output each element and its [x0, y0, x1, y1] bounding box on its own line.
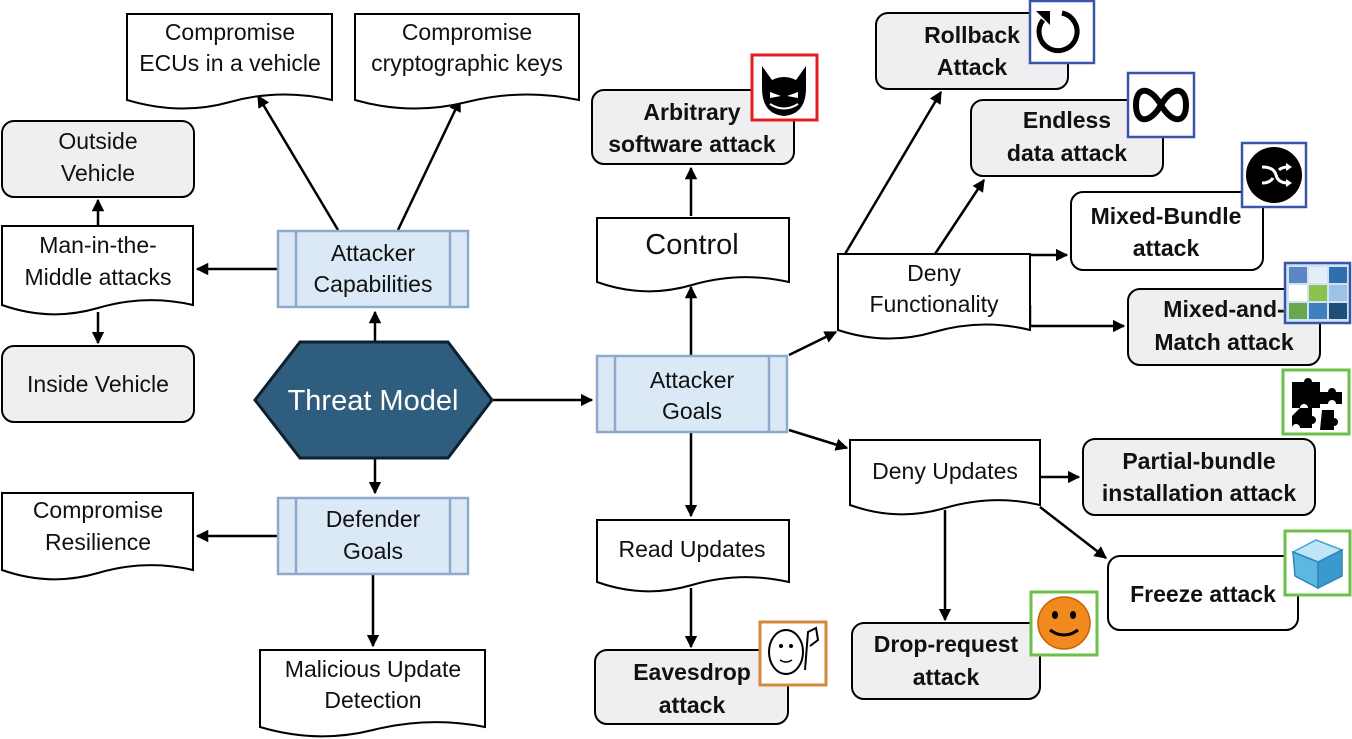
- resilience-label-line1: Compromise: [33, 497, 163, 523]
- endless-data-node: Endless data attack: [970, 99, 1164, 177]
- mix-match-label-line1: Mixed-and-: [1163, 296, 1284, 322]
- mix-match-node: Mixed-and- Match attack: [1127, 288, 1321, 366]
- keys-label-line2: cryptographic keys: [371, 50, 563, 76]
- drop-label-line1: Drop-request: [874, 631, 1019, 657]
- compromise-keys-node: Compromise cryptographic keys: [354, 13, 580, 110]
- mixed-bundle-label-line1: Mixed-Bundle: [1091, 203, 1242, 229]
- rollback-label-line2: Attack: [937, 54, 1008, 80]
- inside-vehicle-node: Inside Vehicle: [1, 345, 195, 423]
- arrow-du-to-freeze: [1039, 506, 1107, 559]
- outside-label-line2: Vehicle: [61, 160, 135, 186]
- resilience-label-line2: Resilience: [45, 529, 151, 555]
- arrow-goals-to-deny-updates: [788, 428, 849, 451]
- deny-functionality-line1: Deny: [907, 260, 961, 286]
- rollback-node: Rollback Attack: [875, 12, 1069, 90]
- compromise-resilience-node: Compromise Resilience: [1, 492, 194, 581]
- drop-request-node: Drop-request attack: [851, 622, 1041, 700]
- infinity-icon: [1126, 71, 1196, 139]
- shuffle-icon: [1240, 141, 1308, 209]
- threat-model-node: Threat Model: [253, 340, 494, 460]
- puzzle-mosaic-icon: [1283, 261, 1352, 325]
- endless-label-line2: data attack: [1007, 140, 1127, 166]
- mitm-node: Man-in-the- Middle attacks: [1, 225, 194, 316]
- arrow-df-to-rollback: [843, 90, 943, 255]
- mitm-label-line2: Middle attacks: [24, 264, 171, 290]
- goals-label-line2: Goals: [662, 398, 722, 424]
- compromise-ecus-node: Compromise ECUs in a vehicle: [126, 13, 333, 110]
- connectors: [91, 90, 1126, 649]
- mixed-bundle-node: Mixed-Bundle attack: [1070, 191, 1264, 271]
- control-node: Control: [596, 217, 790, 293]
- deny-functionality-line2: Functionality: [869, 291, 999, 317]
- hexagon-shape: [253, 340, 494, 460]
- freeze-node: Freeze attack: [1107, 555, 1299, 631]
- attacker-goals-node: Attacker Goals: [595, 354, 789, 434]
- rollback-label-line1: Rollback: [924, 22, 1020, 48]
- outside-vehicle-node: Outside Vehicle: [1, 120, 195, 198]
- detection-label-line2: Detection: [324, 687, 421, 713]
- arbitrary-label-line1: Arbitrary: [643, 99, 740, 125]
- capabilities-label-line2: Capabilities: [314, 271, 433, 297]
- keys-label-line1: Compromise: [402, 19, 532, 45]
- arbitrary-software-node: Arbitrary software attack: [591, 89, 795, 165]
- drop-label-line2: attack: [913, 664, 980, 690]
- threat-model-label: Threat Model: [288, 385, 459, 417]
- eavesdrop-label-line1: Eavesdrop: [633, 659, 751, 685]
- arrow-df-to-endless: [933, 178, 986, 255]
- eavesdrop-node: Eavesdrop attack: [594, 649, 789, 725]
- partial-label-line1: Partial-bundle: [1122, 448, 1275, 474]
- arrow-cap-to-ecus: [256, 94, 340, 231]
- endless-label-line1: Endless: [1023, 107, 1111, 133]
- defender-label-line1: Defender: [326, 506, 421, 532]
- puzzle-pieces-icon: [1281, 368, 1351, 436]
- partial-bundle-node: Partial-bundle installation attack: [1082, 438, 1316, 516]
- control-label: Control: [645, 229, 739, 261]
- deny-updates-node: Deny Updates: [849, 439, 1041, 516]
- goals-label-line1: Attacker: [650, 367, 735, 393]
- smiley-face-icon: [1029, 590, 1099, 657]
- ecus-label-line2: ECUs in a vehicle: [139, 50, 321, 76]
- mixed-bundle-label-line2: attack: [1133, 235, 1200, 261]
- outside-label-line1: Outside: [58, 128, 137, 154]
- read-updates-label: Read Updates: [618, 536, 765, 562]
- devil-face-icon: [750, 53, 819, 122]
- arbitrary-label-line2: software attack: [608, 131, 776, 157]
- read-updates-node: Read Updates: [596, 519, 790, 593]
- rollback-arrow-icon: [1028, 0, 1096, 65]
- inside-label: Inside Vehicle: [27, 371, 169, 397]
- attacker-capabilities-node: Attacker Capabilities: [276, 229, 470, 309]
- freeze-label: Freeze attack: [1130, 581, 1276, 607]
- detection-label-line1: Malicious Update: [285, 656, 461, 682]
- malicious-update-detection-node: Malicious Update Detection: [259, 649, 486, 738]
- arrow-df-to-mix-match: [1028, 305, 1126, 333]
- arrow-goals-to-deny-functionality: [788, 330, 838, 357]
- defender-label-line2: Goals: [343, 538, 403, 564]
- capabilities-label-line1: Attacker: [331, 240, 416, 266]
- arrow-cap-to-keys: [396, 98, 462, 231]
- deny-functionality-node: Deny Functionality: [837, 253, 1031, 340]
- eavesdrop-label-line2: attack: [659, 692, 726, 718]
- defender-goals-node: Defender Goals: [276, 496, 470, 576]
- mitm-label-line1: Man-in-the-: [39, 232, 157, 258]
- ecus-label-line1: Compromise: [165, 19, 295, 45]
- deny-updates-label: Deny Updates: [872, 458, 1018, 484]
- ice-cube-icon: [1283, 529, 1352, 597]
- eavesdropper-icon: [758, 620, 828, 687]
- mix-match-label-line2: Match attack: [1154, 329, 1294, 355]
- partial-label-line2: installation attack: [1102, 480, 1296, 506]
